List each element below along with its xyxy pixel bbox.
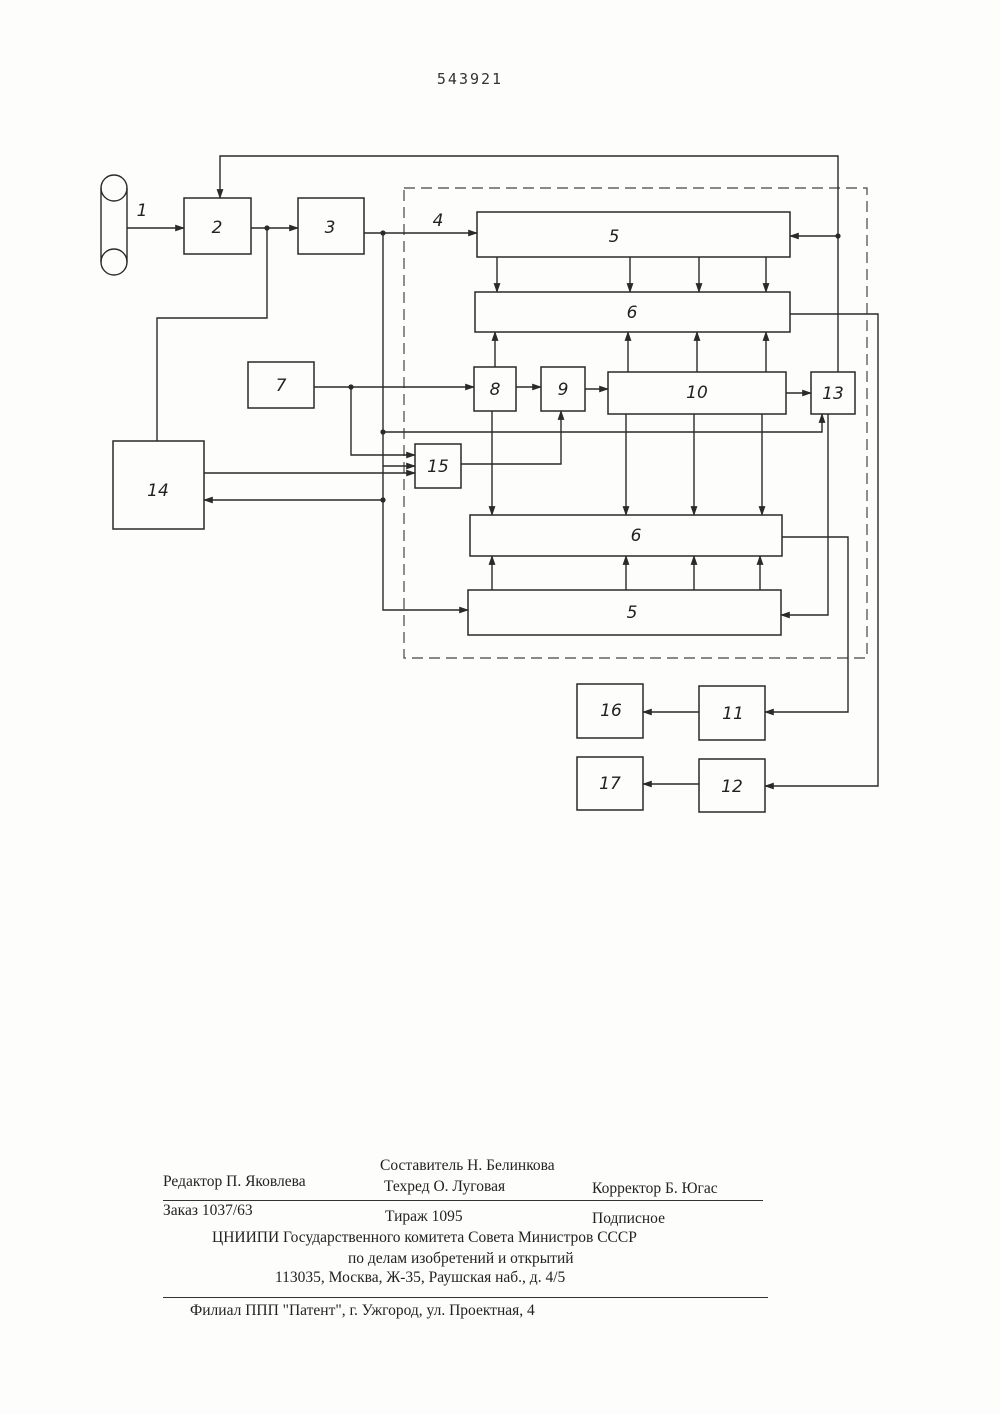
techred-line: Техред О. Луговая — [384, 1178, 505, 1196]
block-5-bottom — [468, 590, 781, 635]
block-11-label: 11 — [722, 704, 744, 724]
line-4-label: 4 — [433, 211, 444, 231]
block-15-label: 15 — [427, 457, 449, 477]
subscription-line: Подписное — [592, 1210, 665, 1228]
block-9-label: 9 — [558, 380, 569, 400]
address-line: 113035, Москва, Ж-35, Раушская наб., д. … — [275, 1269, 565, 1287]
org-line-2: по делам изобретений и открытий — [348, 1250, 574, 1268]
line-1-label: 1 — [137, 201, 148, 221]
circulation-line: Тираж 1095 — [385, 1208, 463, 1226]
block-6-bottom — [470, 515, 782, 556]
branch-line: Филиал ППП "Патент", г. Ужгород, ул. Про… — [190, 1302, 535, 1320]
compiler-line: Составитель Н. Белинкова — [380, 1157, 555, 1175]
block-6-top-label: 6 — [627, 303, 638, 323]
block-diagram: 2 3 5 6 7 8 9 10 13 14 15 6 5 16 11 17 1… — [0, 0, 1000, 900]
block-13-label: 13 — [822, 384, 844, 404]
block-17-label: 17 — [599, 774, 621, 794]
order-line: Заказ 1037/63 — [163, 1202, 253, 1220]
block-14-label: 14 — [147, 481, 169, 501]
corrector-line: Корректор Б. Югас — [592, 1180, 718, 1198]
dashed-enclosure — [404, 188, 867, 658]
tape-reel-icon — [101, 175, 127, 275]
block-6-bottom-label: 6 — [631, 526, 642, 546]
block-16-label: 16 — [600, 701, 622, 721]
block-12-label: 12 — [721, 777, 743, 797]
top-rule — [163, 1200, 763, 1201]
block-5-top — [477, 212, 790, 257]
org-line-1: ЦНИИПИ Государственного комитета Совета … — [212, 1229, 637, 1247]
block-7-label: 7 — [276, 376, 287, 396]
block-5-bottom-label: 5 — [627, 603, 638, 623]
block-3-label: 3 — [325, 218, 336, 238]
bottom-rule — [163, 1297, 768, 1298]
block-5-top-label: 5 — [609, 227, 620, 247]
block-8-label: 8 — [490, 380, 501, 400]
block-2-label: 2 — [212, 218, 223, 238]
block-10-label: 10 — [686, 383, 708, 403]
editor-line: Редактор П. Яковлева — [163, 1173, 306, 1191]
